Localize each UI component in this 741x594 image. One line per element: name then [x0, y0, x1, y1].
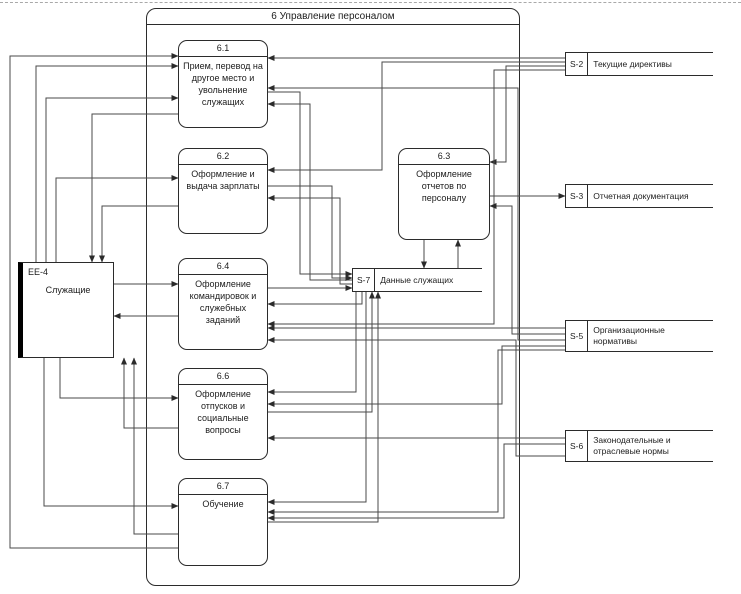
data-store-s-3-label: Отчетная документация	[593, 190, 689, 201]
external-entity-ee-4-id: EE-4	[28, 267, 49, 277]
flow-s-5-to-6-7	[267, 349, 565, 515]
flow-s-2-to-6-3	[489, 65, 565, 165]
process-6-7-id: 6.7	[179, 479, 267, 495]
data-store-s-3[interactable]: S-3 Отчетная документация	[565, 184, 713, 208]
diagram-title: 6 Управление персоналом	[147, 9, 519, 25]
flow-ee-4-to-6-7	[43, 358, 179, 509]
flow-6-7-to-ee-4	[131, 357, 178, 535]
data-store-s-5-id: S-5	[566, 321, 589, 351]
data-store-s-3-id: S-3	[566, 185, 589, 207]
process-6-6[interactable]: 6.6 Оформление отпусков и социальные воп…	[178, 368, 268, 460]
data-store-s-7-label: Данные служащих	[380, 274, 454, 285]
data-store-s-2-id: S-2	[566, 53, 589, 75]
flow-ee-4-to-6-1	[35, 63, 179, 262]
flow-s-7-to-6-4	[267, 292, 363, 307]
external-entity-ee-4-label: Служащие	[45, 285, 91, 295]
data-store-s-6-id: S-6	[566, 431, 589, 461]
process-6-3-label: Оформление отчетов по персоналу	[416, 169, 472, 203]
flow-s-7-to-6-6	[267, 292, 357, 395]
process-6-6-label: Оформление отпусков и социальные вопросы	[195, 389, 251, 435]
process-6-2[interactable]: 6.2 Оформление и выдача зарплаты	[178, 148, 268, 234]
flow-6-2-to-ee-4	[99, 205, 178, 263]
process-6-3[interactable]: 6.3 Оформление отчетов по персоналу	[398, 148, 490, 240]
flow-6-7-to-6-1	[9, 53, 179, 549]
external-entity-ee-4[interactable]: EE-4 Служащие	[18, 262, 114, 358]
process-6-1-id: 6.1	[179, 41, 267, 57]
process-6-4[interactable]: 6.4 Оформление командировок и служебных …	[178, 258, 268, 350]
process-6-6-id: 6.6	[179, 369, 267, 385]
flow-6-7-to-s-7	[268, 291, 381, 523]
data-store-s-2-label: Текущие директивы	[593, 58, 672, 69]
process-6-2-id: 6.2	[179, 149, 267, 165]
process-6-3-id: 6.3	[399, 149, 489, 165]
flow-s-6-to-6-4	[267, 337, 565, 457]
flow-6-6-to-s-7	[268, 291, 375, 413]
flow-s-7-to-6-7	[267, 292, 367, 505]
data-store-s-5-label: Организационные нормативы	[593, 325, 665, 346]
flow-s-5-to-6-3	[489, 203, 565, 335]
flow-6-2-to-s-7	[268, 185, 353, 281]
process-6-1-label: Прием, перевод на другое место и увольне…	[183, 61, 263, 107]
page-boundary-dashed	[0, 2, 741, 3]
flow-ee-4-to-6-6	[59, 358, 179, 401]
process-6-4-id: 6.4	[179, 259, 267, 275]
flow-s-7-to-6-1	[267, 101, 352, 281]
process-6-2-label: Оформление и выдача зарплаты	[186, 169, 260, 191]
flow-s-2-to-6-2	[267, 61, 565, 173]
data-store-s-6[interactable]: S-6 Законодательные и отраслевые нормы	[565, 430, 713, 462]
flow-6-1-to-s-7	[268, 91, 353, 277]
data-store-s-6-label: Законодательные и отраслевые нормы	[593, 435, 671, 456]
process-6-7[interactable]: 6.7 Обучение	[178, 478, 268, 566]
process-6-7-label: Обучение	[202, 499, 244, 509]
data-store-s-2[interactable]: S-2 Текущие директивы	[565, 52, 713, 76]
flow-s-6-to-6-7	[267, 443, 565, 521]
data-store-s-7-id: S-7	[353, 269, 376, 291]
flow-ee-4-to-6-1	[45, 95, 179, 262]
process-6-1[interactable]: 6.1 Прием, перевод на другое место и уво…	[178, 40, 268, 128]
flow-s-5-to-6-1	[267, 85, 565, 341]
flow-s-7-to-6-2	[267, 195, 352, 285]
flow-6-1-to-ee-4	[89, 113, 178, 263]
data-store-s-5[interactable]: S-5 Организационные нормативы	[565, 320, 713, 352]
flow-ee-4-to-6-2	[55, 175, 179, 262]
process-6-4-label: Оформление командировок и служебных зада…	[189, 279, 257, 325]
data-store-s-7[interactable]: S-7 Данные служащих	[352, 268, 482, 292]
flow-s-2-to-6-4	[267, 69, 565, 327]
flow-6-6-to-ee-4	[121, 357, 178, 429]
flow-s-5-to-6-6	[267, 345, 565, 407]
